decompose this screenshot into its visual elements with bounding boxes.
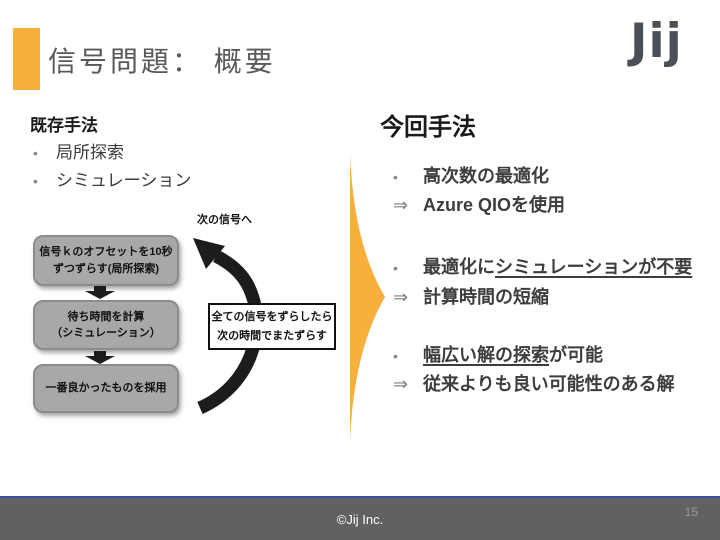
step-text: （シミュレーション）: [51, 327, 161, 339]
implies-arrow-icon: ⇒: [393, 287, 409, 307]
list-item-label: 局所探索: [56, 143, 124, 162]
method-point: • 幅広い解の探索が可能: [393, 341, 603, 367]
flowchart-step-simulate: 待ち時間を計算 （シミュレーション）: [33, 300, 179, 350]
list-item-label: シミュレーション: [56, 171, 192, 190]
bullet-icon: •: [393, 348, 398, 364]
method-implication: ⇒ Azure QIOを使用: [393, 191, 565, 217]
flowchart-step-offset: 信号ｋのオフセットを10秒 ずつずらす(局所探索): [33, 235, 179, 286]
implies-arrow-icon: ⇒: [393, 374, 409, 394]
step-text: 信号ｋのオフセットを10秒: [39, 246, 173, 258]
orange-transition-arrow-icon: [350, 155, 385, 440]
step-text: ずつずらす(局所探索): [52, 262, 160, 275]
footer-bar: ©Jij Inc. 15: [0, 496, 720, 540]
page-number: 15: [684, 505, 698, 519]
method-implication: ⇒ 従来よりも良い可能性のある解: [393, 370, 675, 396]
bullet-icon: •: [393, 169, 398, 185]
bullet-icon: •: [393, 260, 398, 276]
flowchart-step-adopt: 一番良かったものを採用: [33, 364, 179, 413]
flowchart-loop-label: 次の信号へ: [197, 214, 252, 226]
note-text: 全ての信号をずらしたら: [211, 310, 333, 323]
point-text: 幅広い解の探索が可能: [423, 345, 603, 365]
method-implication: ⇒ 計算時間の短縮: [393, 283, 549, 309]
jij-logo: Jij: [630, 14, 683, 69]
title-accent-bar: [13, 28, 40, 90]
list-item: • 局所探索: [33, 138, 124, 163]
point-text: 高次数の最適化: [423, 166, 549, 186]
down-arrow-icon: [85, 351, 115, 364]
left-heading: 既存手法: [30, 116, 98, 135]
method-point: • 高次数の最適化: [393, 162, 549, 188]
note-text: 次の時間でまたずらす: [217, 329, 327, 342]
flowchart-note-box: 全ての信号をずらしたら 次の時間でまたずらす: [208, 303, 336, 350]
implication-text: 計算時間の短縮: [423, 287, 549, 307]
step-text: 待ち時間を計算: [67, 310, 145, 323]
implication-text: Azure QIOを使用: [423, 195, 566, 215]
step-text: 一番良かったものを採用: [45, 382, 167, 395]
implication-text: 従来よりも良い可能性のある解: [423, 374, 675, 394]
bullet-icon: •: [33, 173, 38, 189]
right-heading: 今回手法: [380, 114, 476, 141]
down-arrow-icon: [85, 286, 115, 299]
bullet-icon: •: [33, 145, 38, 161]
slide-title: 信号問題： 概要: [48, 46, 276, 77]
point-text: 最適化にシミュレーションが不要: [423, 257, 693, 277]
implies-arrow-icon: ⇒: [393, 195, 409, 215]
method-point: • 最適化にシミュレーションが不要: [393, 253, 692, 279]
list-item: • シミュレーション: [33, 166, 191, 191]
copyright-text: ©Jij Inc.: [336, 511, 384, 527]
